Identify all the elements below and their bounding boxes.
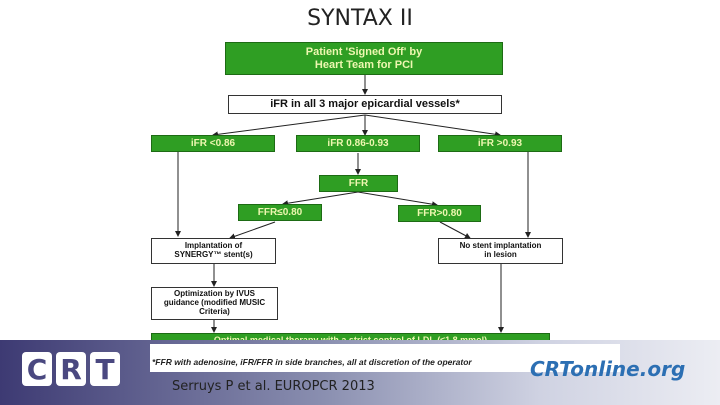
crt-logo: C R T (22, 352, 120, 386)
arrow-ffr-to-low (282, 191, 359, 207)
arrow-ifr-to-low (212, 114, 366, 138)
arrow-ffrhigh-to-nostent (439, 221, 471, 239)
node-ifr-mid: iFR 0.86-0.93 (296, 135, 420, 152)
node-ifr-high: iFR >0.93 (438, 135, 562, 152)
node-no-stent: No stent implantation in lesion (438, 238, 563, 264)
node-ffr-low: FFR≤0.80 (238, 204, 322, 221)
node-signed-off: Patient 'Signed Off' by Heart Team for P… (225, 42, 503, 75)
crt-logo-letter: R (56, 352, 86, 386)
arrow-ffrlow-to-implant (229, 221, 276, 240)
node-implantation: Implantation of SYNERGY™ stent(s) (151, 238, 276, 264)
node-ifr-all-vessels: iFR in all 3 major epicardial vessels* (228, 95, 502, 114)
crt-logo-letter: T (90, 352, 120, 386)
node-ffr: FFR (319, 175, 398, 192)
node-ifr-low: iFR <0.86 (151, 135, 275, 152)
crtonline-logo: CRTonline.org (530, 357, 686, 381)
citation: Serruys P et al. EUROPCR 2013 (172, 379, 375, 394)
crt-logo-letter: C (22, 352, 52, 386)
arrow-ifr-to-high (364, 114, 501, 138)
slide-title: SYNTAX II (307, 6, 413, 31)
footnote-background (150, 344, 620, 372)
node-ffr-high: FFR>0.80 (398, 205, 481, 222)
node-ivus-optimization: Optimization by IVUS guidance (modified … (151, 287, 278, 320)
arrow-ffr-to-high (357, 191, 438, 208)
footnote: *FFR with adenosine, iFR/FFR in side bra… (152, 357, 472, 367)
